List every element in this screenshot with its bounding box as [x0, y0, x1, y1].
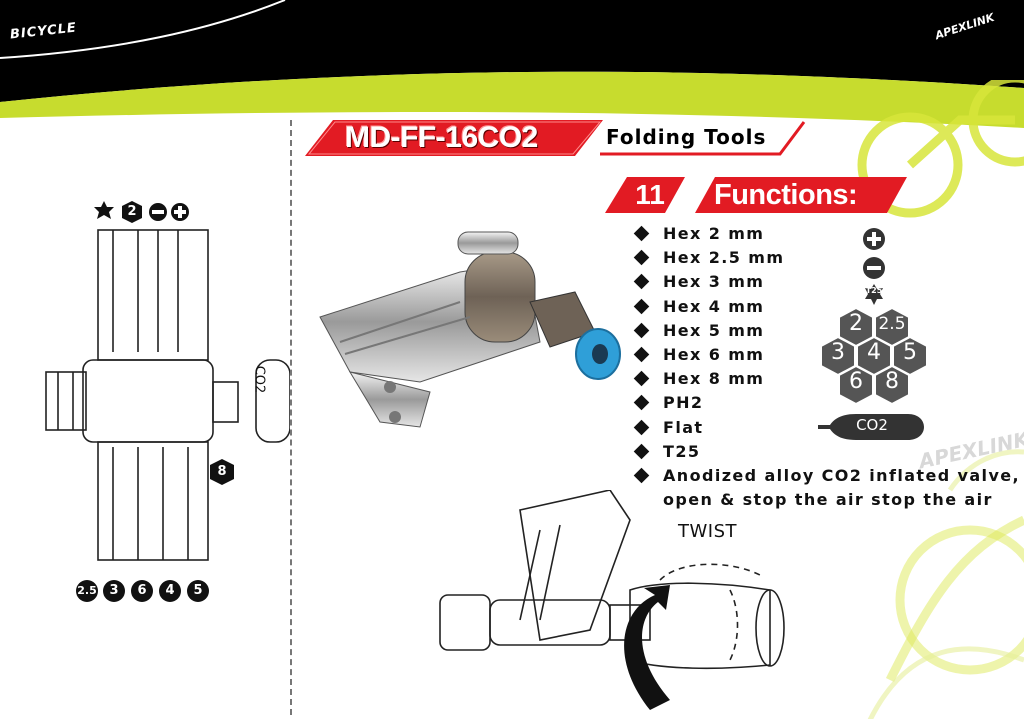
top-hex-label: 2 [127, 204, 137, 219]
diamond-bullet-icon [633, 467, 650, 484]
cartridge-label: CO2 [251, 365, 267, 394]
functions-banner [605, 177, 907, 213]
list-item: Hex 2 mm [632, 222, 1020, 246]
diamond-bullet-icon [633, 443, 650, 459]
list-item: Anodized alloy CO2 inflated valve, [632, 464, 1020, 488]
diamond-bullet-icon [633, 274, 650, 290]
diamond-bullet-icon [633, 322, 650, 339]
diamond-bullet-icon [633, 298, 650, 314]
bicycle-watermark-icon [857, 80, 1024, 719]
product-subtitle: Folding Tools [606, 125, 767, 149]
bottom-label: 4 [159, 580, 181, 602]
subtitle-underline [600, 121, 806, 156]
list-item: T25 [632, 440, 1020, 464]
diamond-bullet-icon [633, 395, 650, 411]
co2-label: CO2 [856, 416, 888, 434]
hex-label: 8 [885, 369, 899, 394]
top-symbol-labels [94, 201, 189, 223]
torx-label: T25 [865, 286, 883, 295]
diamond-bullet-icon [633, 225, 650, 242]
header-band [0, 0, 1024, 128]
list-item: Hex 3 mm [632, 270, 1020, 294]
model-number: MD-FF-16CO2 [345, 121, 538, 154]
list-item: Hex 6 mm [632, 343, 1020, 367]
twist-diagram [439, 490, 785, 710]
bottom-label: 2.5 [76, 580, 98, 602]
bottom-label: 3 [103, 580, 125, 602]
bottom-label: 5 [187, 580, 209, 602]
functions-count: 11 [635, 179, 665, 210]
list-item: Hex 5 mm [632, 319, 1020, 343]
diamond-bullet-icon [633, 419, 650, 435]
diamond-bullet-icon [633, 370, 650, 387]
hex-label: 5 [903, 340, 917, 365]
divider [290, 120, 292, 715]
hex-label: 3 [831, 340, 845, 365]
hex-size-cluster [820, 306, 928, 406]
co2-cartridge-icon [818, 414, 924, 440]
model-banner [305, 120, 603, 156]
twist-label: TWIST [678, 521, 738, 542]
hex-label: 2 [849, 311, 863, 336]
hex-label: 6 [849, 369, 863, 394]
tool-type-icons [863, 228, 885, 305]
side-hex-label: 8 [217, 464, 227, 479]
diamond-bullet-icon [633, 346, 650, 363]
list-item: PH2 [632, 391, 1020, 415]
list-item: Flat [632, 416, 1020, 440]
bottom-label: 6 [131, 580, 153, 602]
list-item: open & stop the air stop the air [663, 490, 993, 510]
hex-label: 2.5 [878, 314, 906, 334]
diamond-bullet-icon [633, 249, 650, 266]
functions-title: Functions: [714, 179, 858, 211]
list-item: Hex 2.5 mm [632, 246, 1020, 270]
side-hex-badge [210, 459, 234, 485]
list-item: Hex 8 mm [632, 367, 1020, 391]
product-photo [319, 231, 621, 428]
hex-label: 4 [867, 340, 881, 365]
functions-list: Hex 2 mm Hex 2.5 mm Hex 3 mm Hex 4 mm He… [632, 222, 1020, 512]
front-view-diagram [45, 229, 290, 561]
list-item: Hex 4 mm [632, 295, 1020, 319]
